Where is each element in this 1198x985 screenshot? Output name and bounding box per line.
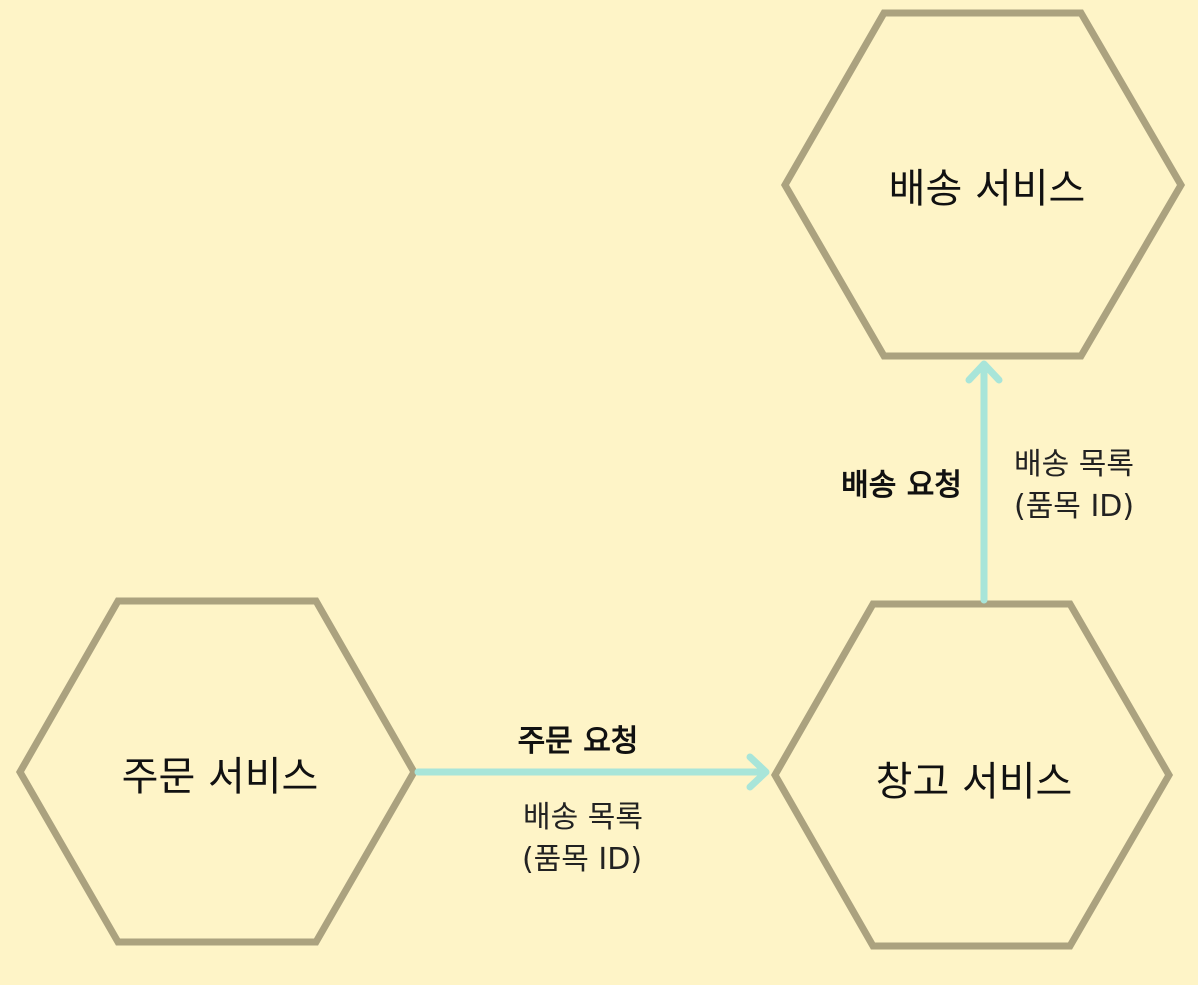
edge-sub-line1: 배송 목록 <box>523 800 643 835</box>
edge-title-shipping-request: 배송 요청 <box>841 468 962 503</box>
edge-sub-line2: (품목 ID) <box>1014 489 1134 524</box>
hexagon-order <box>15 597 419 946</box>
node-order-service[interactable]: 주문 서비스 <box>15 597 419 946</box>
node-label-warehouse: 창고 서비스 <box>876 759 1073 805</box>
edge-sub-line1: 배송 목록 <box>1014 447 1134 482</box>
node-shipping-service[interactable]: 배송 서비스 <box>780 9 1186 360</box>
arrowhead-right-icon <box>746 753 770 791</box>
hexagon-shipping <box>780 9 1186 360</box>
edge-title-order-request: 주문 요청 <box>518 724 639 759</box>
hexagon-warehouse <box>770 600 1174 950</box>
node-label-order: 주문 서비스 <box>122 754 319 800</box>
edge-order-to-warehouse[interactable]: 주문 요청 배송 목록 (품목 ID) <box>414 724 770 877</box>
edge-sub-line2: (품목 ID) <box>522 842 642 877</box>
node-warehouse-service[interactable]: 창고 서비스 <box>770 600 1174 950</box>
node-label-shipping: 배송 서비스 <box>889 166 1086 212</box>
arrowhead-up-icon <box>965 360 1003 384</box>
edge-warehouse-to-shipping[interactable]: 배송 요청 배송 목록 (품목 ID) <box>841 360 1134 604</box>
